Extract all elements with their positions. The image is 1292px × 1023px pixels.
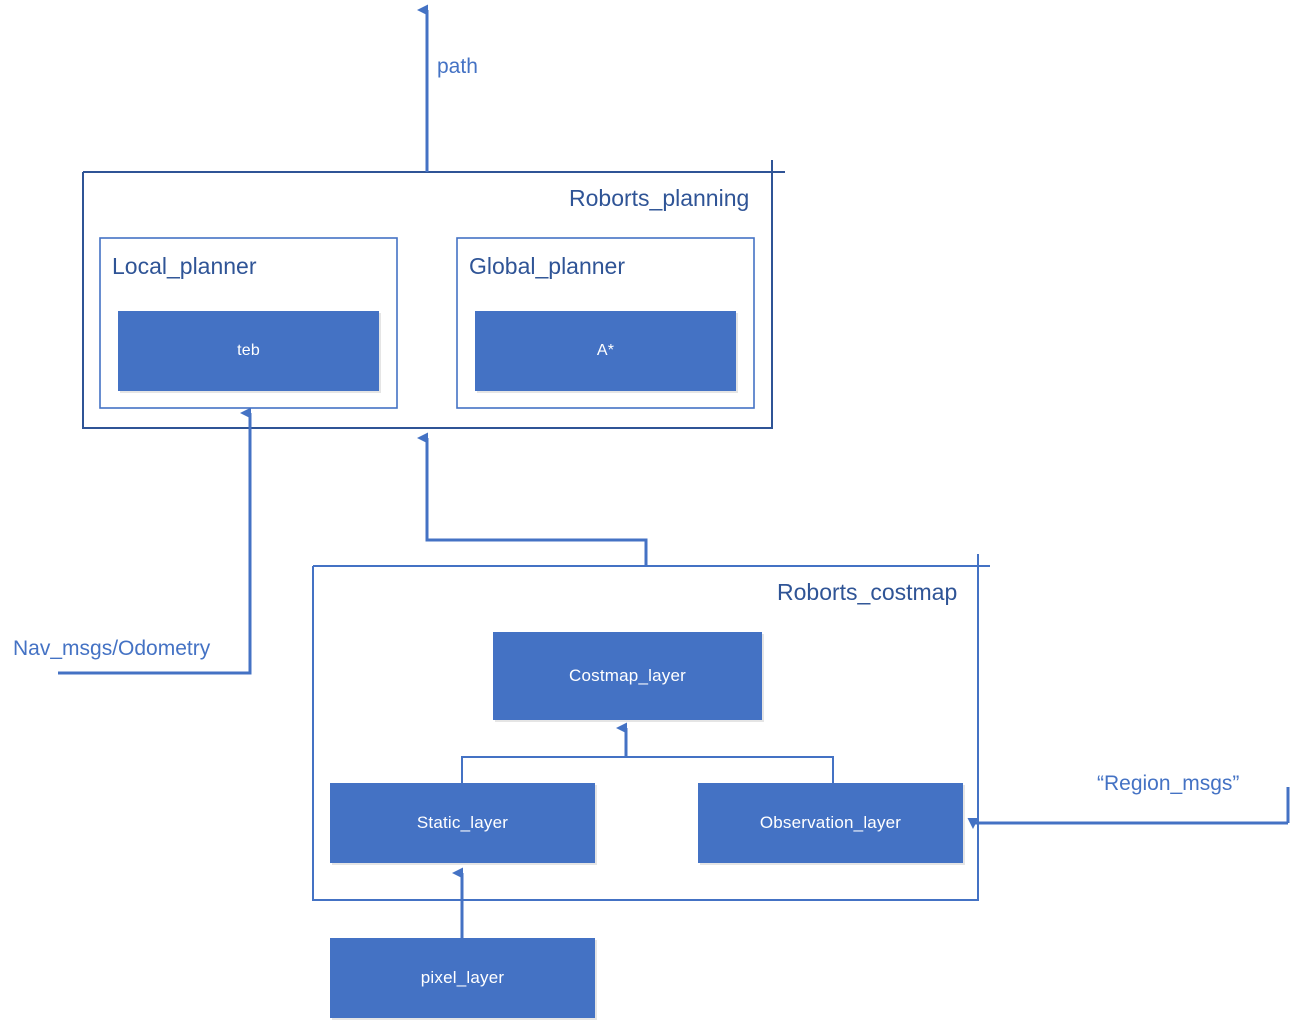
node-label-a-star: A*: [596, 342, 615, 359]
node-observation-layer[interactable]: Observation_layer: [698, 783, 963, 863]
node-teb[interactable]: teb: [118, 311, 379, 391]
edge-label-region-msgs: “Region_msgs”: [1097, 772, 1240, 795]
edge-label-path: path: [437, 55, 478, 78]
edge-odometry-to-local-planner: [58, 407, 252, 675]
container-label-roborts-costmap: Roborts_costmap: [777, 579, 958, 605]
node-costmap-layer[interactable]: Costmap_layer: [493, 632, 762, 720]
node-label-static-layer: Static_layer: [416, 813, 509, 832]
node-label-observation-layer: Observation_layer: [759, 813, 902, 832]
group-label-local-planner: Local_planner: [112, 253, 257, 279]
group-label-global-planner: Global_planner: [469, 253, 626, 279]
node-static-layer[interactable]: Static_layer: [330, 783, 595, 863]
container-roborts-planning: [82, 160, 785, 429]
edge-label-nav-msgs-odometry: Nav_msgs/Odometry: [13, 637, 211, 660]
container-label-roborts-planning: Roborts_planning: [569, 185, 750, 211]
node-label-costmap-layer: Costmap_layer: [569, 666, 686, 685]
edge-costmap-to-planning: [417, 432, 648, 566]
node-a-star[interactable]: A*: [475, 311, 736, 391]
node-pixel-layer[interactable]: pixel_layer: [330, 938, 595, 1018]
node-label-pixel-layer: pixel_layer: [420, 968, 505, 987]
group-global-planner: [456, 237, 755, 409]
node-label-teb: teb: [237, 342, 260, 359]
edge-layers-to-costmap-layer: [461, 722, 834, 783]
container-roborts-costmap: [312, 554, 990, 901]
